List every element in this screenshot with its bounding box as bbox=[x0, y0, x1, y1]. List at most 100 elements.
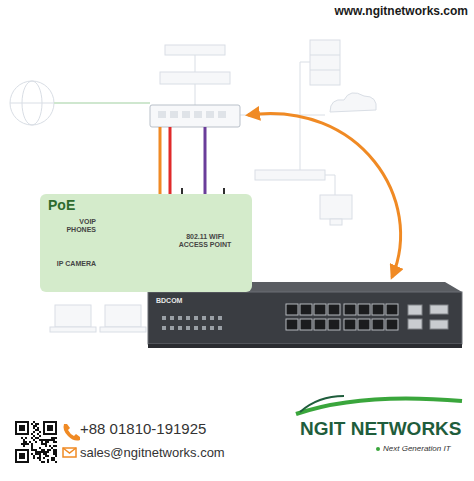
core-switch bbox=[218, 111, 226, 118]
qr-code bbox=[33, 455, 35, 457]
faded-network bbox=[50, 327, 96, 332]
poe-switch bbox=[210, 316, 214, 320]
qr-code bbox=[35, 451, 37, 453]
mail-icon bbox=[63, 448, 76, 453]
qr-code bbox=[53, 449, 55, 451]
poe-switch bbox=[170, 316, 174, 320]
poe-wires bbox=[204, 127, 207, 197]
qr-code bbox=[47, 451, 49, 453]
qr-code bbox=[37, 427, 39, 429]
poe-switch bbox=[358, 319, 370, 330]
faded-network bbox=[195, 55, 196, 72]
qr-code bbox=[31, 445, 33, 447]
mail-icon bbox=[63, 448, 76, 457]
device-name: IP CAMERA bbox=[52, 260, 96, 268]
poe-switch bbox=[372, 304, 384, 315]
poe-switch bbox=[408, 305, 422, 315]
qr-code bbox=[39, 457, 41, 459]
qr-code bbox=[44, 422, 56, 434]
faded-network bbox=[55, 305, 91, 327]
faded-network bbox=[300, 115, 325, 116]
qr-code bbox=[39, 459, 41, 461]
phone-icon bbox=[64, 424, 81, 441]
phone-number: +88 01810-191925 bbox=[80, 420, 206, 437]
qr-code bbox=[16, 422, 28, 434]
qr-code bbox=[43, 461, 45, 463]
qr-code bbox=[47, 425, 53, 431]
core-switch bbox=[194, 111, 202, 118]
core-switch bbox=[150, 105, 240, 127]
poe-switch bbox=[162, 316, 166, 320]
qr-code bbox=[33, 425, 35, 427]
poe-switch bbox=[162, 316, 222, 330]
qr-code bbox=[39, 447, 41, 449]
qr-code bbox=[31, 449, 33, 451]
qr-code bbox=[53, 451, 55, 453]
qr-code bbox=[51, 459, 53, 461]
logo-tagline: Next Generation IT bbox=[383, 444, 451, 453]
qr-code bbox=[16, 450, 28, 462]
qr-code bbox=[43, 443, 45, 445]
faded-network bbox=[10, 103, 54, 104]
faded-network bbox=[160, 72, 230, 84]
qr-code bbox=[53, 459, 55, 461]
poe-switch bbox=[344, 304, 356, 315]
qr-code bbox=[53, 441, 55, 443]
device-label: 802.11 WIFI ACCESS POINT bbox=[176, 233, 234, 250]
phone-icon bbox=[64, 424, 81, 441]
qr-code bbox=[19, 425, 25, 431]
poe-switch bbox=[194, 316, 198, 320]
faded-network bbox=[330, 219, 342, 225]
qr-code bbox=[19, 453, 25, 459]
qr-code bbox=[39, 435, 41, 437]
poe-switch bbox=[218, 326, 222, 330]
core-switch bbox=[158, 111, 166, 118]
qr-code bbox=[55, 449, 57, 451]
qr-code bbox=[35, 441, 37, 443]
poe-switch bbox=[286, 319, 298, 330]
qr-code bbox=[41, 461, 43, 463]
qr-code bbox=[39, 431, 41, 433]
qr-code bbox=[55, 461, 57, 463]
poe-switch bbox=[386, 304, 398, 315]
poe-switch bbox=[344, 319, 356, 330]
poe-switch bbox=[286, 304, 298, 315]
faded-network bbox=[195, 84, 196, 105]
faded-network bbox=[255, 115, 300, 175]
qr-code bbox=[41, 441, 43, 443]
qr-code bbox=[31, 443, 33, 445]
qr-code bbox=[31, 437, 33, 439]
qr-code bbox=[39, 453, 41, 455]
faded-network bbox=[325, 175, 335, 195]
qr-code bbox=[43, 453, 45, 455]
qr-code bbox=[33, 427, 35, 429]
qr-code bbox=[33, 449, 35, 451]
qr-code bbox=[51, 437, 53, 439]
qr-code bbox=[25, 443, 27, 445]
poe-switch bbox=[210, 326, 214, 330]
qr-code bbox=[27, 443, 29, 445]
poe-switch bbox=[314, 304, 326, 315]
qr-code bbox=[35, 429, 37, 431]
logo-swoosh bbox=[376, 447, 380, 451]
qr-code bbox=[16, 421, 57, 463]
device-name: VOIP PHONES bbox=[54, 218, 96, 235]
qr-code bbox=[53, 453, 55, 455]
qr-code bbox=[35, 425, 37, 427]
qr-code bbox=[47, 459, 49, 461]
qr-code bbox=[47, 441, 49, 443]
qr-code bbox=[37, 457, 39, 459]
qr-code bbox=[37, 433, 39, 435]
core-switch bbox=[170, 111, 178, 118]
qr-code bbox=[45, 455, 47, 457]
qr-code bbox=[43, 439, 45, 441]
poe-switch bbox=[286, 304, 398, 330]
poe-switch bbox=[148, 292, 462, 344]
qr-code bbox=[55, 455, 57, 457]
faded-network bbox=[310, 40, 340, 85]
poe-switch bbox=[328, 304, 340, 315]
qr-code bbox=[39, 439, 41, 441]
qr-code bbox=[21, 437, 23, 439]
qr-code bbox=[53, 457, 55, 459]
